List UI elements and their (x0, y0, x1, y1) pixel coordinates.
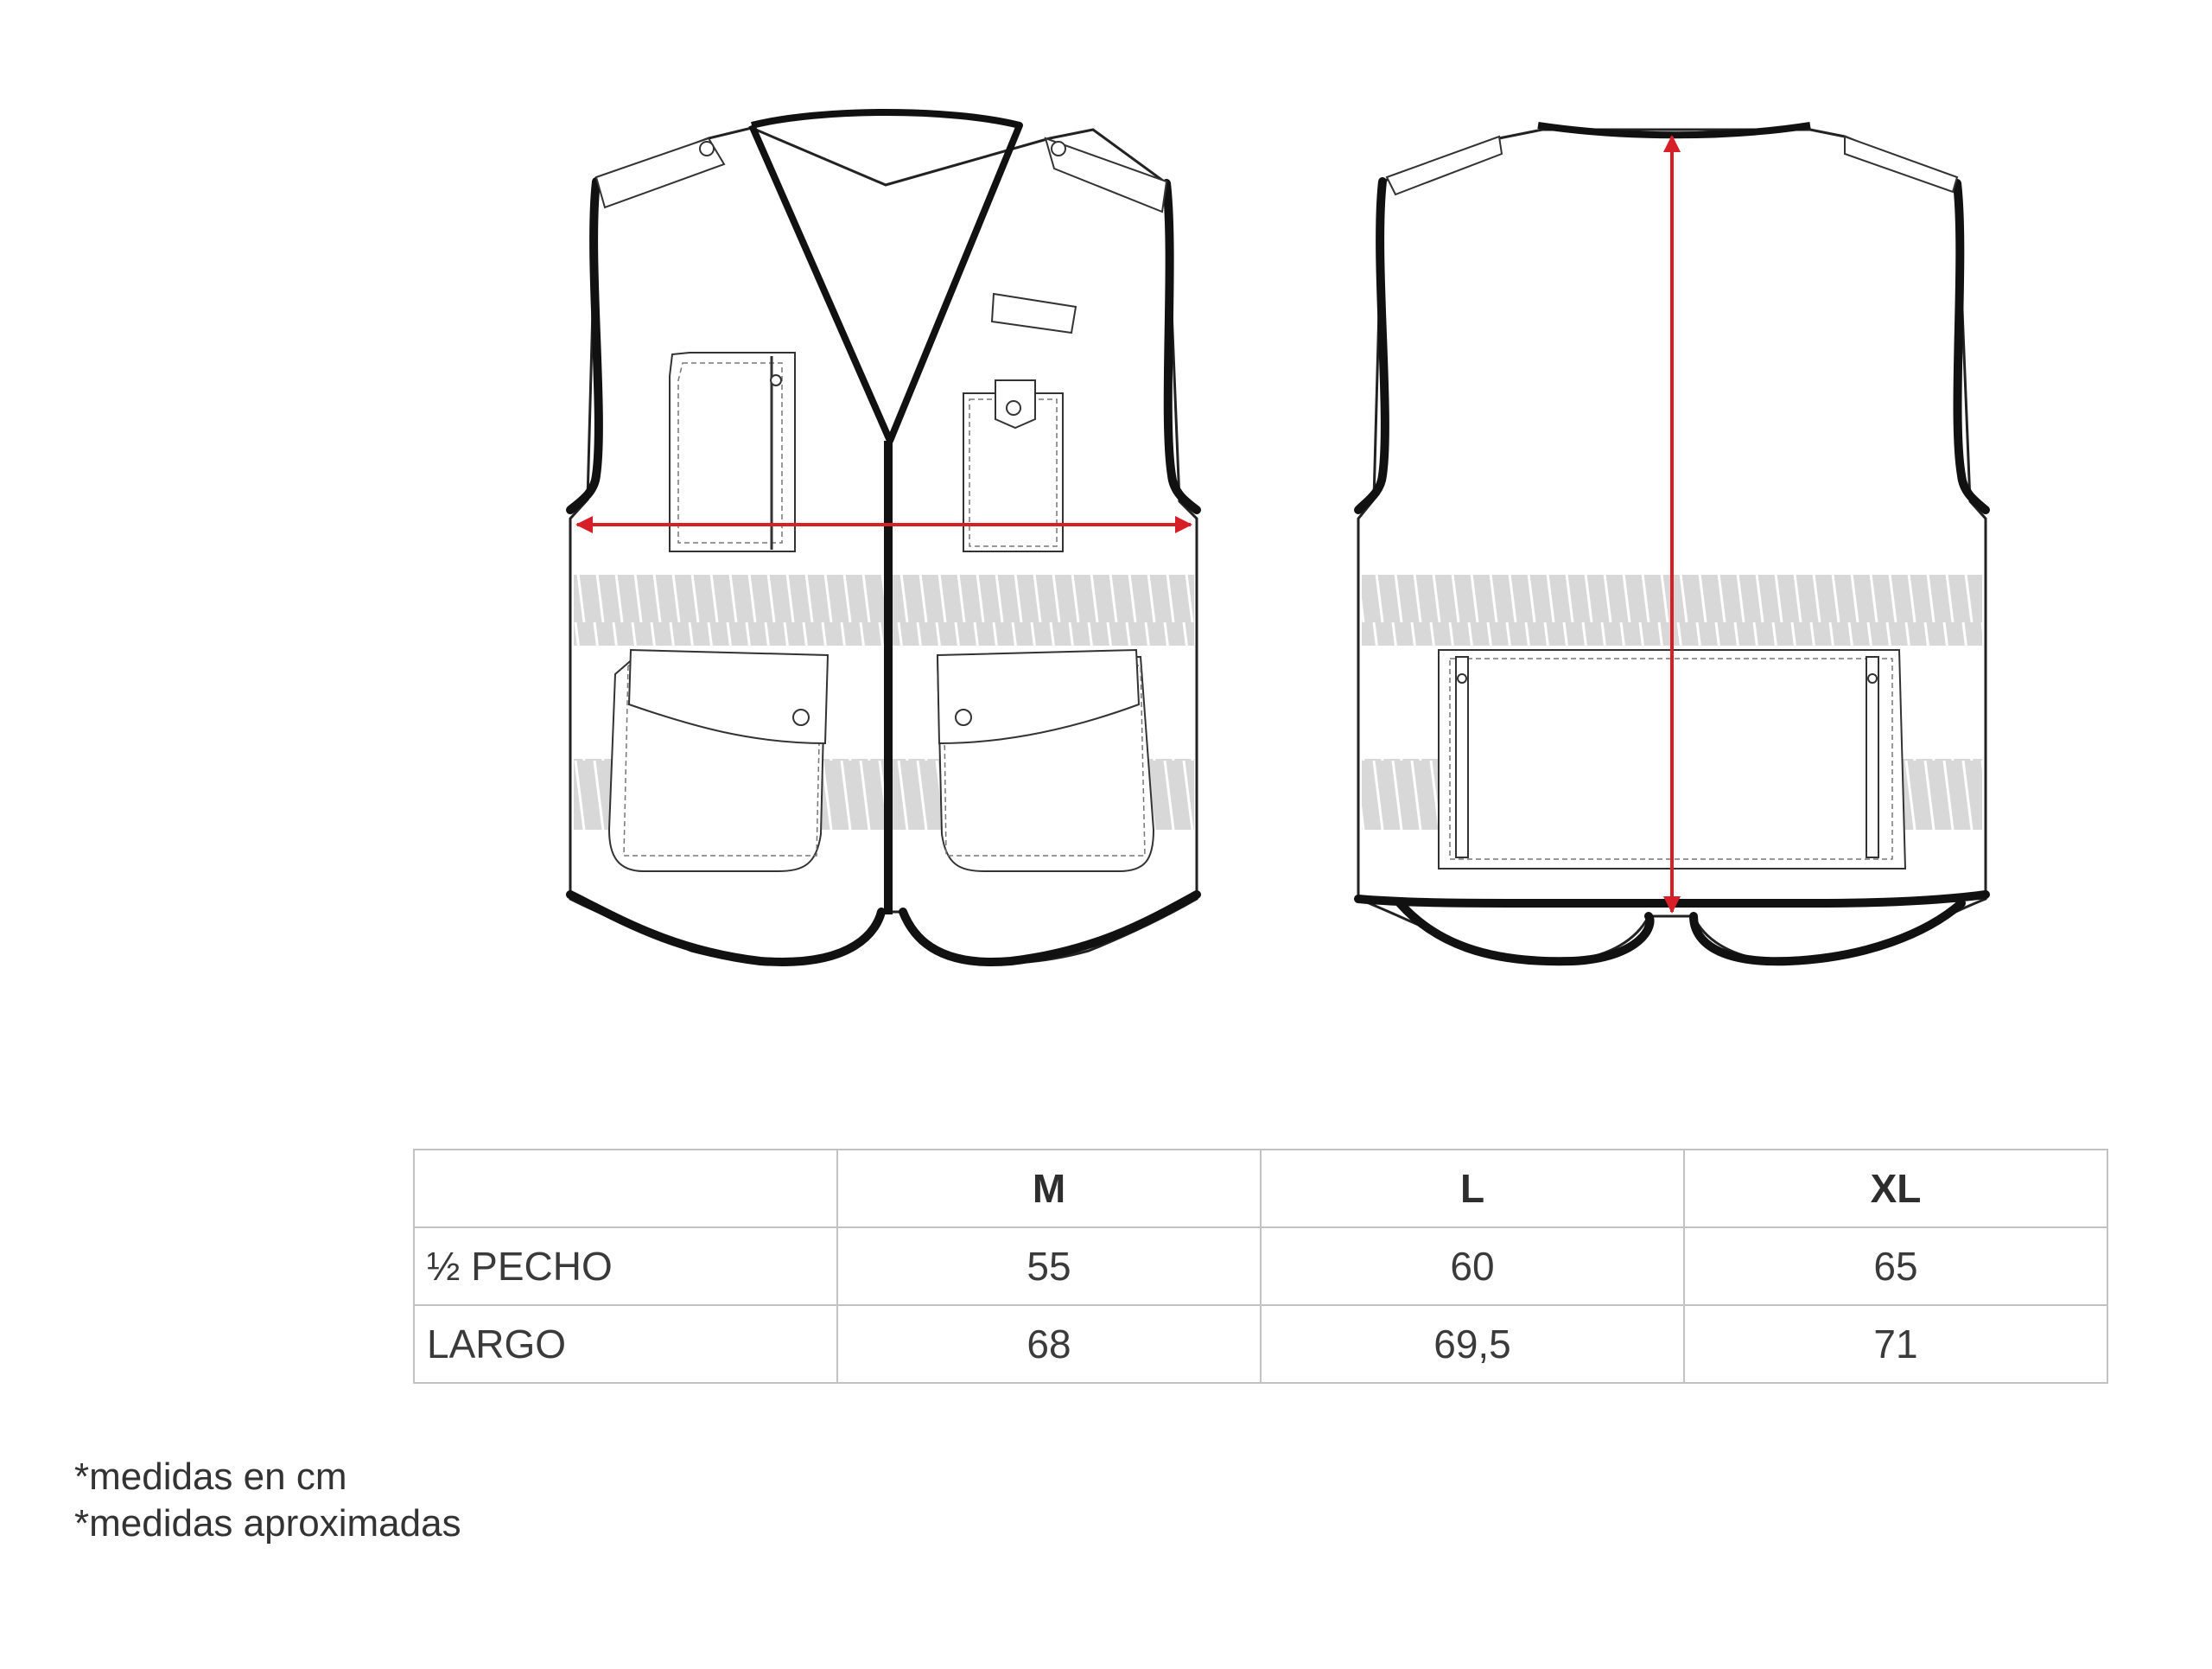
front-hem (566, 890, 1201, 967)
front-right-epaulette-button (1051, 141, 1066, 156)
back-left-armhole (1354, 177, 1389, 514)
back-right-epaulette (1844, 135, 1959, 194)
front-right-epaulette (1044, 137, 1168, 213)
size-table: M L XL ½ PECHO 55 60 65 LARGO 68 69,5 71 (413, 1149, 2108, 1384)
table-cell: 55 (836, 1226, 1262, 1306)
front-lower-left-cargo-pocket (607, 648, 830, 872)
size-header-m: M (836, 1149, 1262, 1228)
row-label-length: LARGO (413, 1304, 838, 1384)
row-label-half-chest: ½ PECHO (413, 1226, 838, 1306)
table-row: ½ PECHO 55 60 65 (413, 1226, 2108, 1306)
measurement-notes: *medidas en cm *medidas aproximadas (74, 1454, 461, 1547)
front-v-neckline (748, 109, 1023, 444)
front-lower-right-cargo-pocket (936, 648, 1155, 872)
front-left-armhole (566, 177, 603, 514)
table-cell: 60 (1260, 1226, 1685, 1306)
front-chest-zip-pocket (669, 352, 796, 552)
front-right-armhole (1162, 179, 1201, 514)
back-hem (1354, 890, 1990, 966)
back-right-armhole (1953, 179, 1990, 514)
table-header-row: M L XL (413, 1149, 2108, 1228)
front-left-epaulette-button (699, 141, 715, 156)
vest-back-view (1354, 122, 1990, 966)
size-header-l: L (1260, 1149, 1685, 1228)
table-cell: 69,5 (1260, 1304, 1685, 1384)
table-row: LARGO 68 69,5 71 (413, 1304, 2108, 1384)
vest-technical-drawing (566, 109, 1990, 967)
size-header-xl: XL (1683, 1149, 2108, 1228)
note-approximate: *medidas aproximadas (74, 1502, 461, 1545)
table-cell: 68 (836, 1304, 1262, 1384)
table-cell: 65 (1683, 1226, 2108, 1306)
front-left-epaulette (594, 137, 726, 209)
vest-front-view (566, 109, 1201, 967)
note-units: *medidas en cm (74, 1456, 347, 1498)
front-pen-loop (990, 292, 1077, 334)
table-cell: 71 (1683, 1304, 2108, 1384)
back-left-epaulette (1385, 135, 1503, 196)
table-header-empty (413, 1149, 838, 1228)
